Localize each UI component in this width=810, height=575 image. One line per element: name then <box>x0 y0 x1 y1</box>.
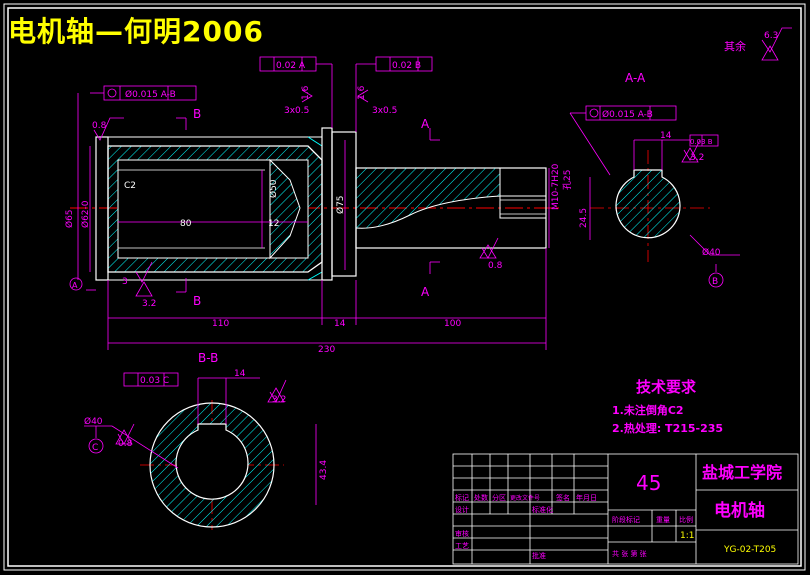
runout-top-left-label: 0.02 A <box>276 61 306 71</box>
dim-14: 14 <box>334 319 346 329</box>
aa-dim-d40: Ø40 <box>702 247 721 258</box>
section-bb: B-B 0.03 C 14 3.2 Ø40 0.8 C 43.4 <box>84 351 329 530</box>
dimension-lines <box>77 117 550 350</box>
h-date: 年月日 <box>576 493 597 502</box>
aa-rough-32: 3.2 <box>690 153 704 163</box>
chamfer-right-label: 3x0.5 <box>372 106 397 116</box>
h-zone: 分区 <box>492 493 506 502</box>
main-view: Ø0.015 A-B 0.02 A 0.02 B 3x0.5 3x0.5 1.6… <box>64 56 573 355</box>
h-mark: 标记 <box>455 493 469 502</box>
tech-line2: 2.热处理: T215-235 <box>612 421 723 435</box>
bb-dim-14: 14 <box>234 369 246 379</box>
h-check: 审核 <box>455 529 469 538</box>
aa-sym: 0.03 B <box>690 138 713 146</box>
dim-100: 100 <box>444 319 461 329</box>
aa-shaft-circle <box>615 169 681 239</box>
tech-heading: 技术要求 <box>636 378 697 396</box>
runout-left-label: Ø0.015 A-B <box>125 89 176 100</box>
dim-80: 80 <box>180 219 192 229</box>
h-count: 处数 <box>474 493 488 502</box>
dim-d65: Ø65 <box>64 209 75 228</box>
title-block <box>452 453 799 565</box>
h-doc: 更改文件号 <box>510 494 540 502</box>
bb-title: B-B <box>198 351 218 365</box>
bb-dim-434: 43.4 <box>319 460 329 480</box>
rough-16-right: 1.6 <box>357 85 367 100</box>
dim-230: 230 <box>318 345 335 355</box>
h-stage: 阶段标记 <box>612 515 640 524</box>
dim-d50: Ø50 <box>268 179 279 198</box>
roughness-other: 其余 6.3 <box>724 27 792 61</box>
bb-rough-08: 0.8 <box>118 439 133 449</box>
scale: 1:1 <box>680 531 694 541</box>
h-process: 工艺 <box>455 542 469 550</box>
part-name: 电机轴 <box>714 500 765 521</box>
section-a-top: A <box>421 117 430 131</box>
dim-m10: M10-7H20 <box>551 163 561 210</box>
other-label: 其余 <box>724 39 746 53</box>
dim-c2: C2 <box>124 181 136 191</box>
flange-left <box>321 127 333 281</box>
rough-32-bottom: 3.2 <box>142 299 156 309</box>
aa-dim-245: 24.5 <box>579 208 589 228</box>
aa-datum: B <box>712 277 718 287</box>
bb-datum: C <box>92 443 98 453</box>
runout-top-right-label: 0.02 B <box>392 61 421 71</box>
rough-16-left: 1.6 <box>301 85 311 100</box>
drawing-number: YG-02-T205 <box>723 545 776 555</box>
chamfer-left-label: 3x0.5 <box>284 106 309 116</box>
rough-08-bottom: 0.8 <box>488 261 503 271</box>
school-name: 盐城工学院 <box>702 463 782 482</box>
h-weight: 重量 <box>656 516 670 524</box>
shaft-section <box>355 167 501 229</box>
bb-bore <box>175 423 249 500</box>
tapped-hole <box>499 195 547 219</box>
datum-a: A <box>72 281 78 290</box>
outer-frame <box>3 3 806 571</box>
h-sign: 签名 <box>556 493 570 502</box>
bb-dim-d40: Ø40 <box>84 416 103 427</box>
aa-title: A-A <box>625 71 646 85</box>
section-aa: A-A Ø0.015 A-B 0.03 B 14 3.2 24.5 Ø40 B <box>569 71 740 288</box>
rough-08-left: 0.8 <box>92 121 107 131</box>
other-value: 6.3 <box>764 31 778 41</box>
section-b-bottom: B <box>193 294 201 308</box>
bb-sym: 0.03 C <box>140 376 169 386</box>
h-design: 设计 <box>455 505 469 514</box>
dim-d75: Ø75 <box>335 195 346 214</box>
h-total: 共 张 第 张 <box>612 549 647 558</box>
h-std: 标准化 <box>532 505 553 514</box>
material: 45 <box>636 471 661 495</box>
bb-rough-32: 3.2 <box>272 395 286 405</box>
dim-hole: 孔25 <box>562 170 573 190</box>
inner-frame <box>7 7 802 567</box>
dim-110: 110 <box>212 319 229 329</box>
dim-3: 3 <box>122 277 128 287</box>
tech-line1: 1.未注倒角C2 <box>612 403 684 417</box>
title-block-text: 45 盐城工学院 电机轴 YG-02-T205 1:1 标记 处数 分区 更改文… <box>455 463 782 560</box>
section-b-top: B <box>193 107 201 121</box>
dim-d62: Ø62-0 <box>80 200 91 228</box>
h-ratio: 比例 <box>679 515 693 524</box>
drawing-title: 电机轴—何明2006 <box>8 15 264 48</box>
h-approve: 批准 <box>532 551 546 560</box>
dim-12: 12 <box>268 219 279 229</box>
section-a-bottom: A <box>421 285 430 299</box>
aa-dim-14: 14 <box>660 131 672 141</box>
tech-requirements: 技术要求 1.未注倒角C2 2.热处理: T215-235 <box>612 378 723 435</box>
aa-runout: Ø0.015 A-B <box>602 109 653 120</box>
